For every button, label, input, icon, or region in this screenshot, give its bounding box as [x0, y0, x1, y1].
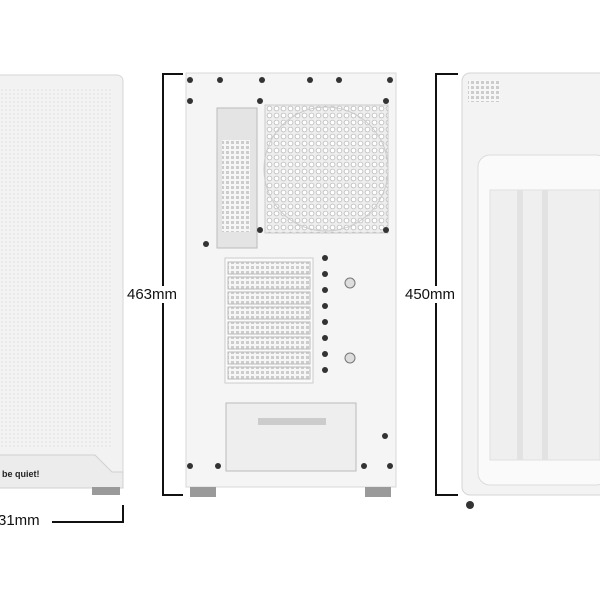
rear-foot-left: [190, 487, 216, 497]
side-view: [461, 72, 600, 509]
front-foot: [92, 487, 120, 495]
back-height-dimension-label: 463mm: [127, 286, 178, 303]
depth-dimension-label: 31mm: [0, 512, 40, 529]
front-view: [0, 74, 124, 495]
brand-logo: be quiet!: [2, 469, 40, 479]
psu-opening: [225, 402, 357, 472]
side-height-dimension-label: 450mm: [405, 286, 456, 303]
rear-fan-grill: [264, 104, 389, 234]
rear-foot-right: [365, 487, 391, 497]
back-view: [185, 72, 397, 497]
dimension-lines: [52, 73, 458, 523]
